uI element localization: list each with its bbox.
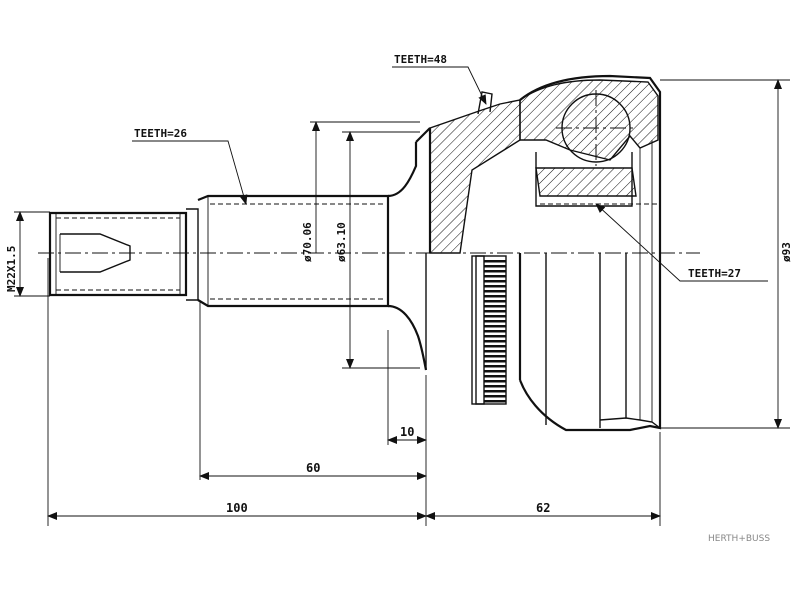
abs-tooth bbox=[484, 325, 506, 328]
abs-tooth bbox=[484, 380, 506, 383]
label-teeth-inner: TEETH=27 bbox=[688, 267, 741, 280]
dim-62: 62 bbox=[536, 501, 550, 515]
abs-tooth bbox=[484, 315, 506, 318]
abs-tooth bbox=[484, 365, 506, 368]
dim-10: 10 bbox=[400, 425, 414, 439]
abs-tooth bbox=[484, 330, 506, 333]
abs-tooth bbox=[484, 360, 506, 363]
abs-tooth bbox=[484, 260, 506, 263]
abs-tooth bbox=[484, 395, 506, 398]
abs-tooth bbox=[484, 400, 506, 403]
dim-100: 100 bbox=[226, 501, 248, 515]
abs-tooth bbox=[484, 385, 506, 388]
label-teeth-abs: TEETH=48 bbox=[394, 53, 447, 66]
outer-bell bbox=[518, 74, 662, 432]
abs-tooth bbox=[484, 335, 506, 338]
abs-tone-ring bbox=[471, 255, 507, 405]
abs-tooth bbox=[484, 295, 506, 298]
abs-tooth bbox=[484, 300, 506, 303]
label-thread: M22X1.5 bbox=[5, 246, 18, 292]
abs-tooth bbox=[484, 270, 506, 273]
bell-flange bbox=[387, 91, 521, 371]
abs-tooth bbox=[484, 350, 506, 353]
abs-tooth bbox=[484, 320, 506, 323]
abs-tooth bbox=[484, 340, 506, 343]
label-dia-outer: ø93 bbox=[780, 242, 793, 262]
abs-tooth bbox=[484, 390, 506, 393]
abs-tooth bbox=[484, 370, 506, 373]
abs-tooth bbox=[484, 305, 506, 308]
abs-tooth bbox=[484, 280, 506, 283]
label-teeth-shaft: TEETH=26 bbox=[134, 127, 187, 140]
abs-tooth bbox=[484, 285, 506, 288]
abs-tooth bbox=[484, 345, 506, 348]
abs-tooth bbox=[484, 355, 506, 358]
dimension-lines bbox=[14, 79, 790, 526]
abs-tooth bbox=[484, 310, 506, 313]
brand-watermark: HERTH+BUSS bbox=[708, 534, 770, 544]
label-dia-shaft: ø70.06 bbox=[301, 222, 314, 262]
abs-tooth bbox=[484, 375, 506, 378]
abs-tooth bbox=[484, 275, 506, 278]
splined-shaft bbox=[197, 194, 390, 308]
dim-60: 60 bbox=[306, 461, 320, 475]
abs-tooth bbox=[484, 290, 506, 293]
threaded-stub bbox=[48, 208, 199, 301]
label-dia-flange: ø63.10 bbox=[335, 222, 348, 262]
leader-lines bbox=[132, 66, 768, 282]
abs-tooth bbox=[484, 265, 506, 268]
